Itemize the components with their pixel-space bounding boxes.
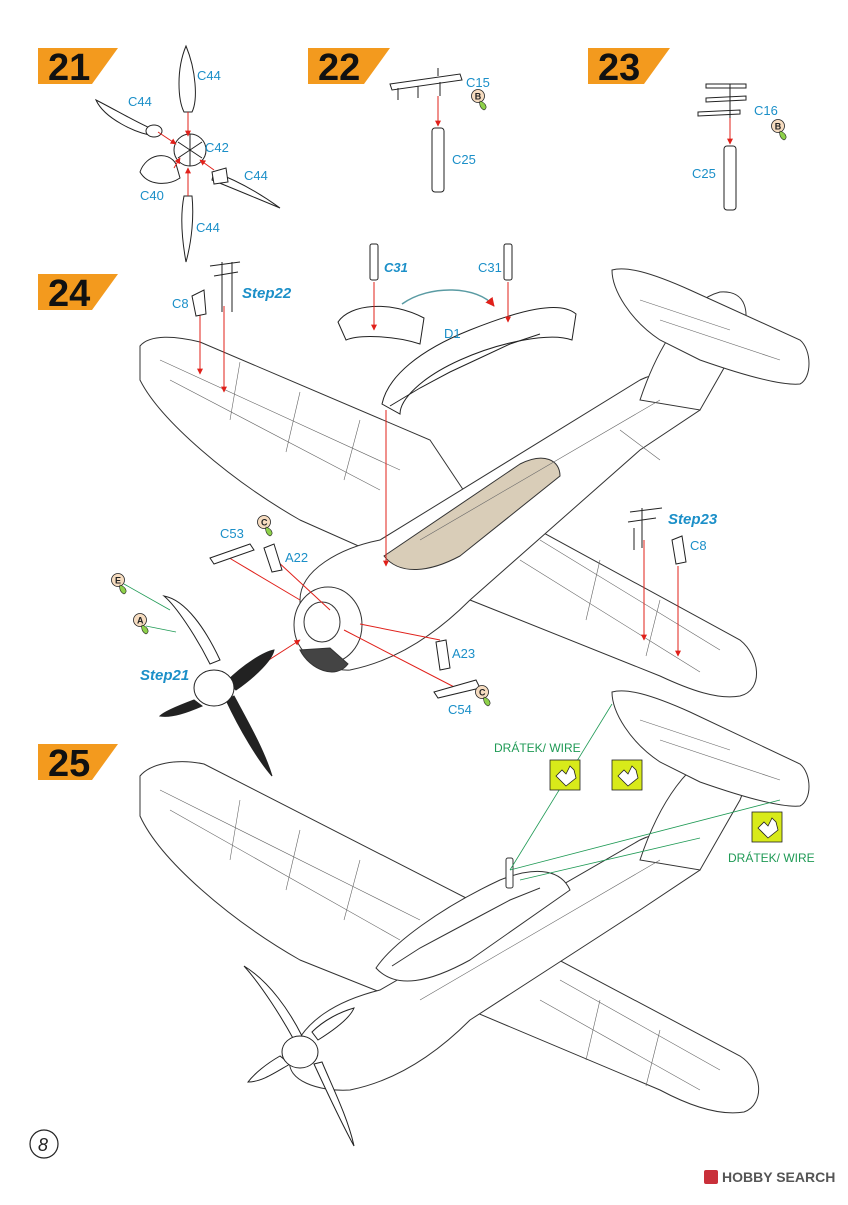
paint-badge-b-23: B xyxy=(771,119,787,141)
paint-badge-e: E xyxy=(111,573,127,595)
label-c25-23: C25 xyxy=(692,166,716,181)
label-c16: C16 xyxy=(754,103,778,118)
wire-hand-icon-2 xyxy=(611,759,643,791)
wire-label-right: DRÁTEK/ WIRE xyxy=(728,850,815,865)
svg-text:8: 8 xyxy=(38,1135,48,1155)
svg-text:24: 24 xyxy=(48,273,90,315)
step23-antenna-drawing xyxy=(697,83,747,211)
paint-badge-c-53: C xyxy=(257,515,273,537)
label-c44-right: C44 xyxy=(244,168,268,183)
label-c8-right: C8 xyxy=(690,538,707,553)
svg-text:25: 25 xyxy=(48,743,90,785)
label-c54: C54 xyxy=(448,702,472,717)
step24-panel-lines xyxy=(159,299,781,673)
step25-propeller xyxy=(243,965,355,1147)
wire-hand-icon-3 xyxy=(751,811,783,843)
paint-badge-c-54: C xyxy=(475,685,491,707)
svg-text:B: B xyxy=(775,121,782,131)
svg-text:C: C xyxy=(479,687,486,697)
label-c15: C15 xyxy=(466,75,490,90)
svg-text:B: B xyxy=(475,91,482,101)
svg-text:E: E xyxy=(115,575,121,585)
step21-arrows xyxy=(157,112,215,196)
wire-hand-icon-1 xyxy=(549,759,581,791)
step22-antenna-drawing xyxy=(389,68,463,193)
label-c31-left: C31 xyxy=(384,260,408,275)
step25-panel-lines xyxy=(159,719,781,1091)
step24-small-parts xyxy=(191,261,687,699)
step22-reference: Step22 xyxy=(242,285,292,302)
step24-canopy-parts xyxy=(337,243,577,415)
step-24-tab: 24 xyxy=(38,273,118,315)
step24-propeller xyxy=(158,595,275,777)
label-c8-left: C8 xyxy=(172,296,189,311)
watermark: HOBBY SEARCH xyxy=(704,1169,835,1185)
svg-text:C: C xyxy=(261,517,268,527)
step-23-tab: 23 xyxy=(588,47,670,89)
page-number: 8 xyxy=(29,1129,59,1159)
svg-text:21: 21 xyxy=(48,47,90,89)
paint-badge-b-22: B xyxy=(471,89,487,111)
step24-aircraft-drawing xyxy=(139,268,810,698)
label-a23: A23 xyxy=(452,646,475,661)
step21-propeller-drawing xyxy=(94,44,281,263)
label-c44-bottom: C44 xyxy=(196,220,220,235)
step-21-tab: 21 xyxy=(38,47,118,89)
label-a22: A22 xyxy=(285,550,308,565)
step25-aircraft-drawing xyxy=(139,690,810,1114)
label-c42: C42 xyxy=(205,140,229,155)
label-d1: D1 xyxy=(444,326,461,341)
prop-badge-line-e xyxy=(123,583,171,611)
step21-reference: Step21 xyxy=(140,667,189,684)
canopy-flip-arrow xyxy=(401,289,495,307)
label-c31-right: C31 xyxy=(478,260,502,275)
label-c44-top: C44 xyxy=(197,68,221,83)
prop-badge-line-a xyxy=(145,625,177,633)
step24-red-arrows xyxy=(197,282,681,691)
label-c25-22: C25 xyxy=(452,152,476,167)
svg-text:22: 22 xyxy=(318,47,360,89)
svg-text:A: A xyxy=(137,615,144,625)
label-c40: C40 xyxy=(140,188,164,203)
watermark-text: HOBBY SEARCH xyxy=(722,1169,835,1185)
paint-badge-a: A xyxy=(133,613,149,635)
label-c44-left: C44 xyxy=(128,94,152,109)
step-25-tab: 25 xyxy=(38,743,118,785)
svg-text:23: 23 xyxy=(598,47,640,89)
step-22-tab: 22 xyxy=(308,47,390,89)
wire-label-left: DRÁTEK/ WIRE xyxy=(494,740,581,755)
step23-reference: Step23 xyxy=(668,511,718,528)
label-c53: C53 xyxy=(220,526,244,541)
